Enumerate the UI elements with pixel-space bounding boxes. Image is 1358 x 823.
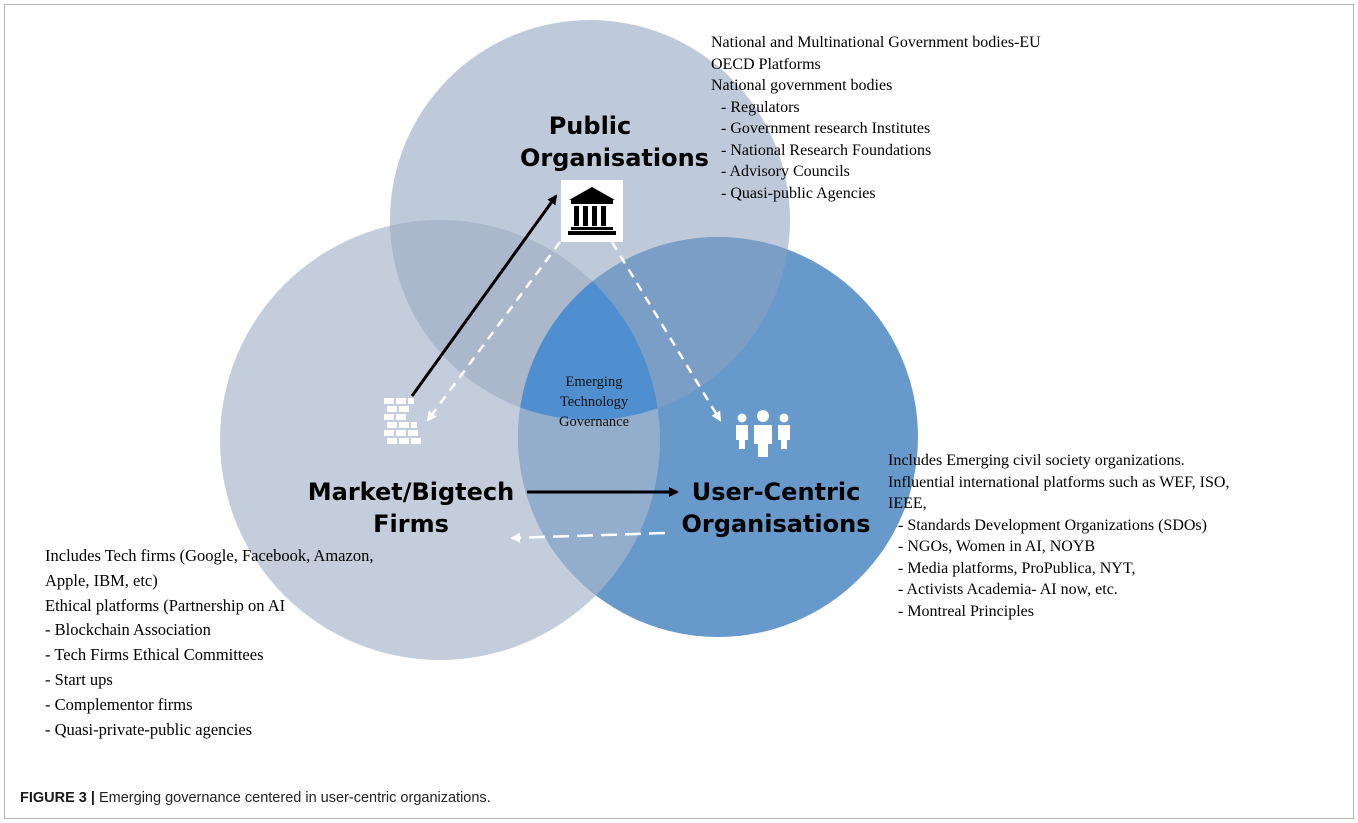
user-text-line: - Standards Development Organizations (S… bbox=[898, 516, 1207, 534]
user-heading-line-1: User-Centric bbox=[691, 478, 861, 506]
user-text-line: Includes Emerging civil society organiza… bbox=[888, 452, 1185, 469]
user-centric-description: Includes Emerging civil society organiza… bbox=[888, 450, 1229, 622]
center-label-line-3: Governance bbox=[558, 414, 630, 430]
public-text-line: - Quasi-public Agencies bbox=[721, 184, 876, 202]
user-to-market-dashed-arrow bbox=[510, 531, 666, 543]
public-text-line: - National Research Foundations bbox=[721, 141, 932, 159]
user-centric-organisations-heading: User-Centric Organisations bbox=[676, 476, 876, 540]
public-heading-line-1: Public bbox=[548, 112, 632, 140]
user-text-line: - NGOs, Women in AI, NOYB bbox=[898, 538, 1096, 555]
market-text-line: Includes Tech firms (Google, Facebook, A… bbox=[45, 546, 374, 565]
public-to-user-dashed-arrow bbox=[610, 241, 722, 422]
market-firms-description: Includes Tech firms (Google, Facebook, A… bbox=[45, 544, 373, 742]
user-heading-line-2: Organisations bbox=[681, 510, 871, 538]
figure-caption-label: FIGURE 3 | bbox=[20, 790, 95, 806]
public-text-line: National government bodies bbox=[711, 77, 893, 94]
figure-caption: FIGURE 3 | Emerging governance centered … bbox=[20, 790, 491, 806]
market-bigtech-firms-heading: Market/Bigtech Firms bbox=[296, 476, 526, 540]
market-text-line: Ethical platforms (Partnership on AI bbox=[45, 595, 286, 615]
market-heading-line-1: Market/Bigtech bbox=[307, 478, 515, 506]
government-building-icon bbox=[561, 180, 623, 242]
public-organisations-heading: Public Organisations bbox=[520, 110, 709, 174]
user-text-line: - Media platforms, ProPublica, NYT, bbox=[898, 559, 1136, 577]
public-text-line: National and Multinational Government bo… bbox=[711, 34, 1041, 51]
market-text-line: - Complementor firms bbox=[45, 694, 193, 714]
market-to-public-arrow bbox=[410, 194, 558, 397]
public-heading-line-2: Organisations bbox=[520, 144, 709, 172]
center-governance-label: Emerging Technology Governance bbox=[534, 372, 654, 432]
center-label-line-1: Emerging bbox=[565, 374, 623, 390]
public-text-line: OECD Platforms bbox=[711, 55, 821, 73]
market-text-line: - Blockchain Association bbox=[45, 620, 211, 640]
market-text-line: - Tech Firms Ethical Committees bbox=[45, 645, 264, 665]
user-text-line: IEEE, bbox=[888, 495, 927, 512]
center-overlap bbox=[518, 237, 660, 420]
center-label-line-2: Technology bbox=[559, 394, 629, 410]
public-to-market-dashed-arrow bbox=[426, 241, 562, 422]
market-heading-line-2: Firms bbox=[373, 510, 449, 538]
user-text-line: Influential international platforms such… bbox=[888, 473, 1230, 491]
public-text-line: - Government research Institutes bbox=[721, 120, 931, 137]
public-text-line: - Advisory Councils bbox=[721, 163, 850, 180]
public-organisations-description: National and Multinational Government bo… bbox=[711, 32, 1041, 204]
public-text-line: - Regulators bbox=[721, 98, 800, 116]
market-text-line: - Quasi-private-public agencies bbox=[45, 719, 253, 739]
market-text-line: Apple, IBM, etc) bbox=[45, 570, 158, 590]
market-text-line: - Start ups bbox=[45, 669, 113, 689]
people-group-icon bbox=[736, 410, 790, 457]
user-text-line: - Activists Academia- AI now, etc. bbox=[898, 581, 1118, 598]
brick-wall-icon bbox=[384, 398, 421, 444]
user-text-line: - Montreal Principles bbox=[898, 602, 1034, 620]
figure-caption-text: Emerging governance centered in user-cen… bbox=[94, 790, 491, 806]
